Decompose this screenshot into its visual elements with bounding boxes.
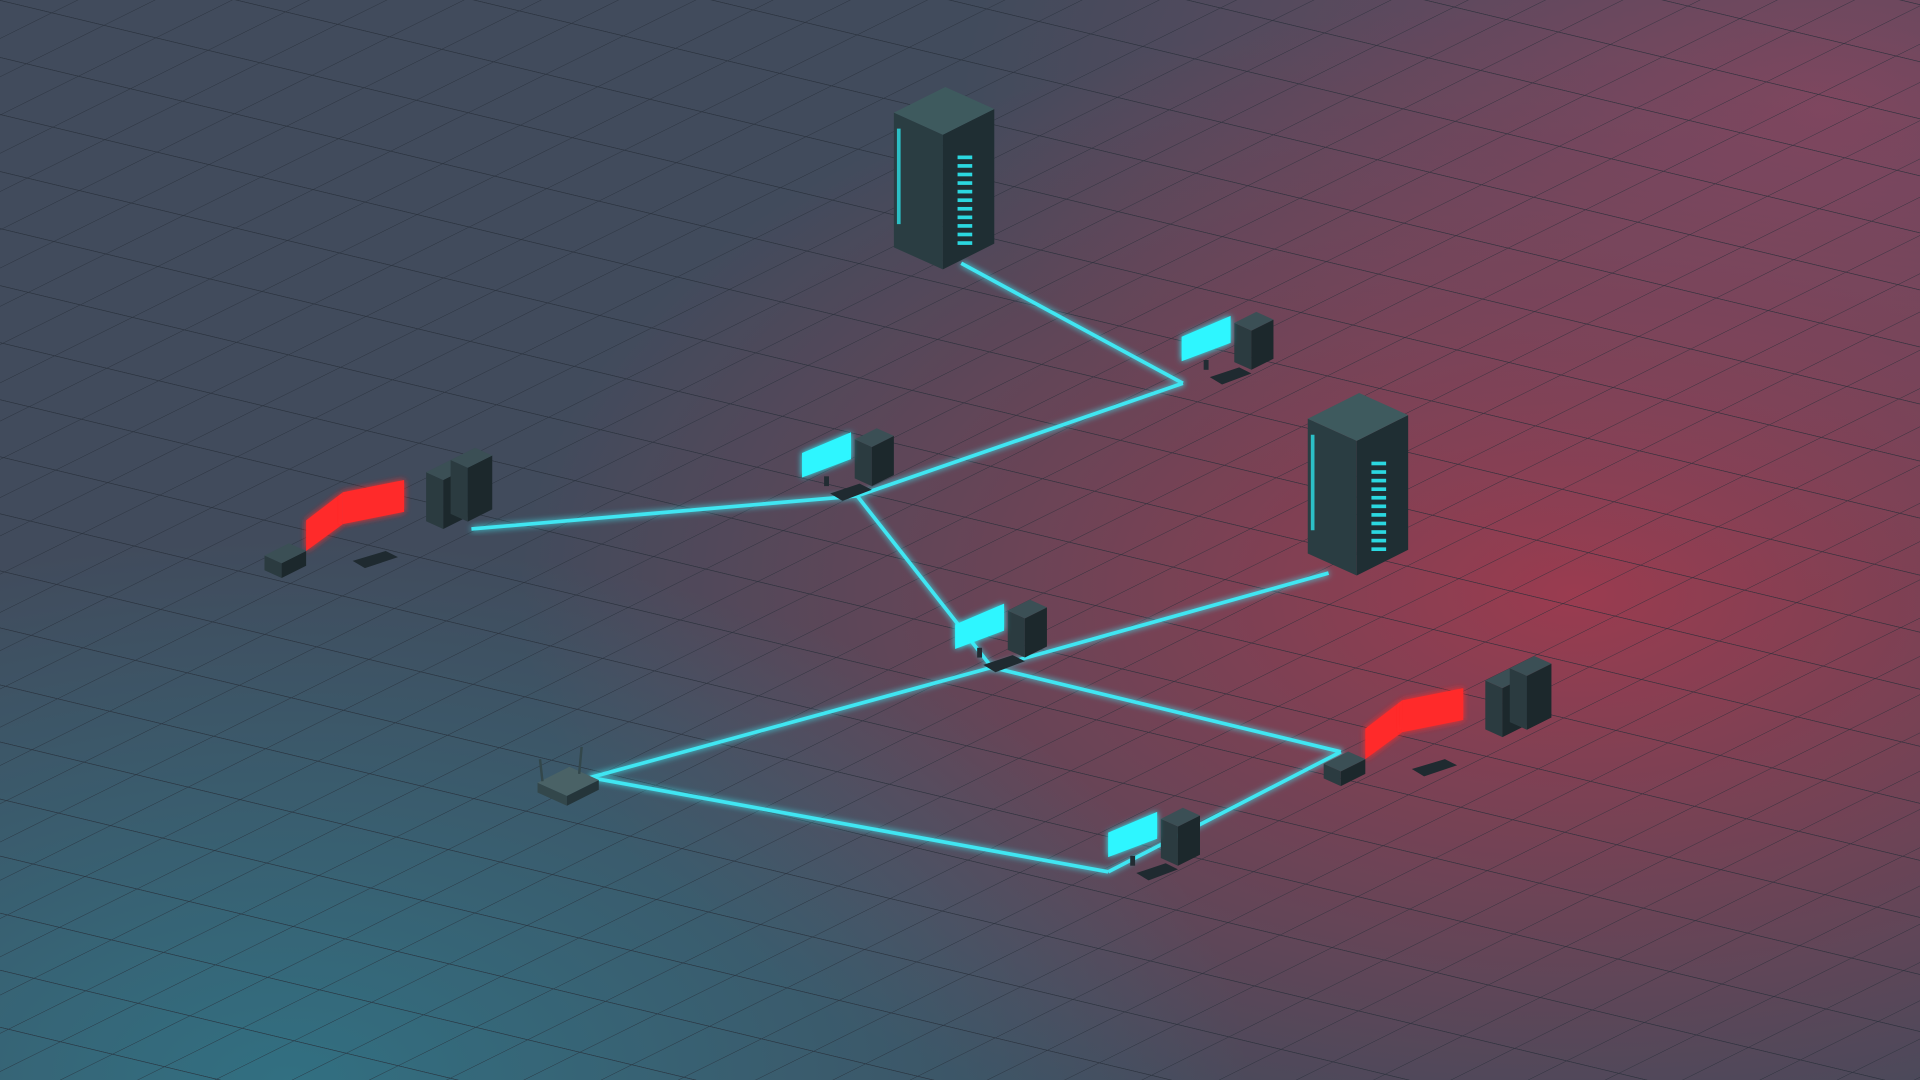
server-1-server-rack-icon[interactable] [893,86,995,270]
pc-2-workstation-icon[interactable] [802,428,894,501]
pc-4-workstation-icon[interactable] [1108,807,1200,881]
link-server-1-pc-1 [960,261,1184,385]
link-router-1-pc-4 [589,775,1109,874]
router-1-router-icon[interactable] [537,746,599,806]
link-pc-3-server-2 [991,571,1330,670]
ws-alert-left-multi-monitor-workstation-icon[interactable] [264,447,493,578]
link-pc-3-router-1 [589,665,993,780]
pc-3-workstation-icon[interactable] [955,599,1047,673]
ws-alert-right-multi-monitor-workstation-icon[interactable] [1323,655,1552,787]
link-pc-1-pc-2 [856,381,1184,498]
link-pc-3-ws-alert-right [991,665,1342,754]
server-2-server-rack-icon[interactable] [1307,393,1409,576]
pc-1-workstation-icon[interactable] [1181,311,1274,385]
nodes-layer [264,86,1552,881]
link-ws-alert-left-pc-2 [471,494,858,531]
links-layer [471,261,1342,874]
link-pc-4-ws-alert-right [1107,750,1342,874]
